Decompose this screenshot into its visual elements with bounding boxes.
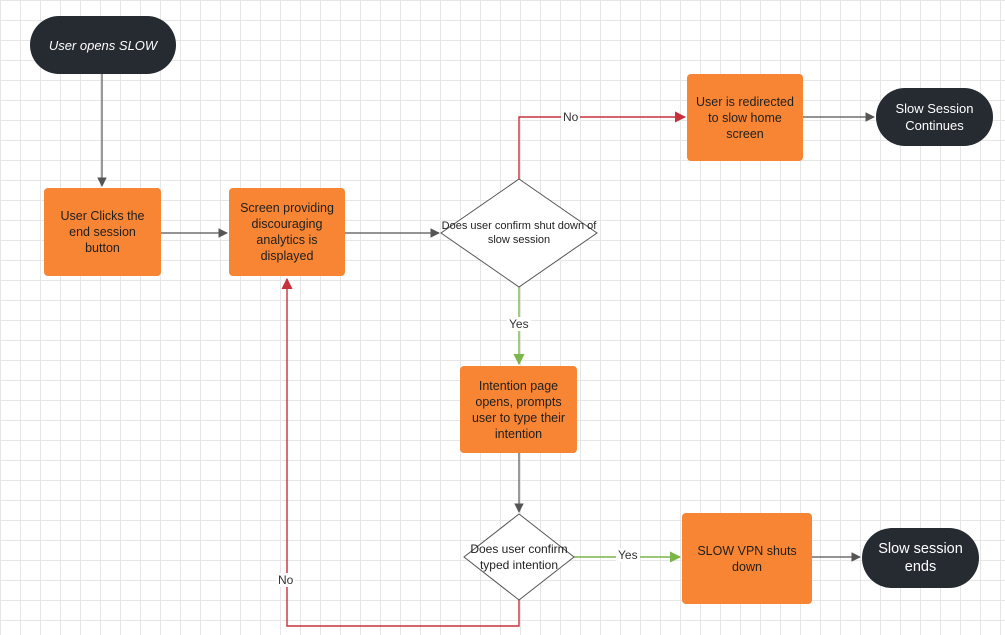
redirect-process: User is redirected to slow home screen — [687, 74, 803, 161]
start-terminal: User opens SLOW — [30, 16, 176, 74]
session-ends-label: Slow session ends — [878, 541, 963, 575]
edge-label-no-top: No — [561, 110, 581, 124]
decision-intention-label: Does user confirm typed intention — [470, 542, 568, 572]
edge-label-no-loop: No — [276, 573, 296, 587]
vpn-shuts-process: SLOW VPN shuts down — [682, 513, 812, 604]
analytics-process: Screen providing discouraging analytics … — [229, 188, 345, 276]
edge-confirm-intention-no-loop — [281, 277, 520, 627]
intention-page-label: Intention page opens, prompts user to ty… — [471, 378, 566, 441]
session-continues-terminal: Slow Session Continues — [876, 88, 993, 146]
decision-intention-shape — [463, 513, 575, 601]
redirect-label: User is redirected to slow home screen — [696, 94, 794, 141]
session-continues-label: Slow Session Continues — [895, 101, 974, 133]
decision-shutdown-label: Does user confirm shut down of slow sess… — [441, 220, 597, 246]
session-ends-terminal: Slow session ends — [862, 528, 979, 588]
start-terminal-label: User opens SLOW — [48, 37, 158, 53]
end-click-process: User Clicks the end session button — [44, 188, 161, 276]
vpn-shuts-label: SLOW VPN shuts down — [697, 543, 797, 574]
edge-label-yes-down: Yes — [507, 317, 531, 331]
edge-label-yes-right: Yes — [616, 548, 640, 562]
analytics-label: Screen providing discouraging analytics … — [240, 201, 334, 263]
decision-shutdown-shape — [440, 178, 598, 288]
intention-page-process: Intention page opens, prompts user to ty… — [460, 366, 577, 453]
end-click-label: User Clicks the end session button — [60, 209, 145, 255]
edge-confirm-no-to-redirect — [518, 111, 687, 179]
